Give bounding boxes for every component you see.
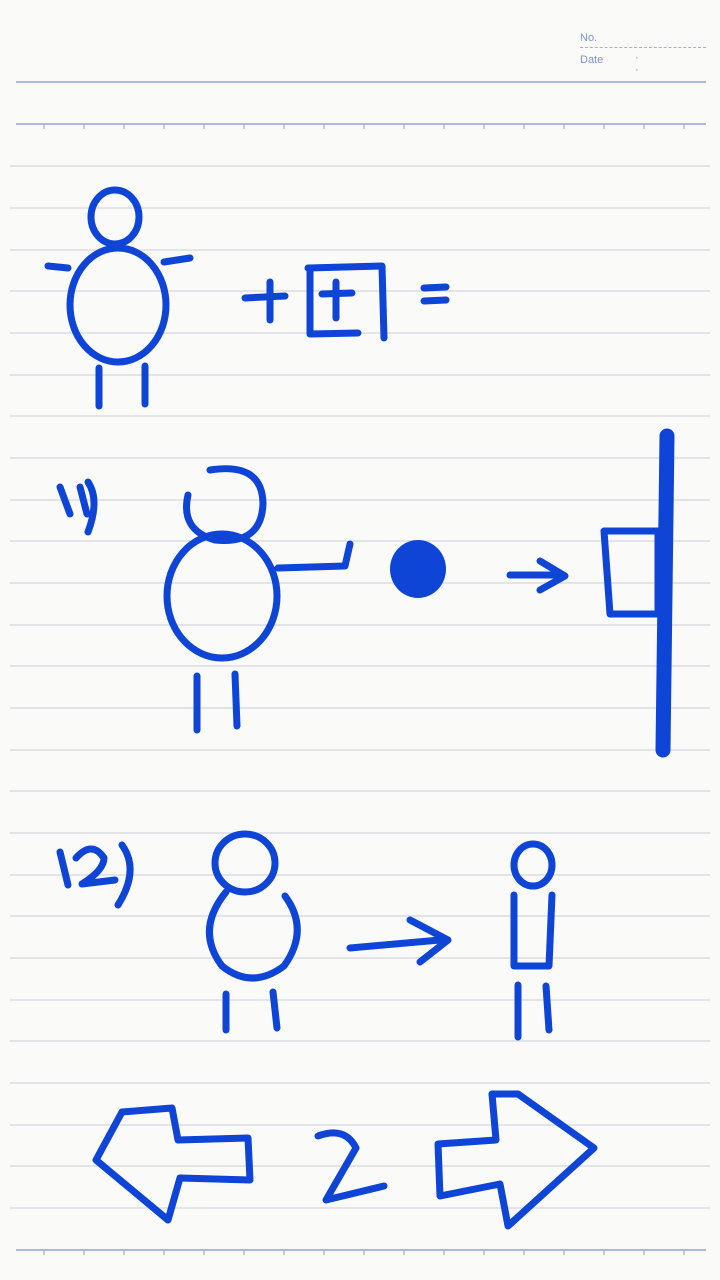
- row3-slim-figure-right-leg: [542, 982, 553, 1034]
- ruled-lines: [10, 165, 710, 1209]
- row2-figure-right-leg: [231, 670, 241, 730]
- row1-figure-right-arm: [160, 254, 194, 266]
- header-date-field[interactable]: Date · ·: [580, 52, 706, 76]
- row2-figure-body: [163, 530, 281, 662]
- row1-figure-left-arm: [44, 262, 72, 272]
- equals-sign-drawing: [420, 283, 450, 305]
- plus-sign-drawing: [241, 278, 289, 324]
- right-arrow-drawing: [434, 1090, 598, 1230]
- row3-large-figure-drawing: [206, 830, 301, 1034]
- row3-step-12-sketch: [56, 830, 556, 1041]
- row3-arrow-drawing: [346, 916, 452, 966]
- row1-figure-head: [87, 186, 143, 248]
- row3-large-figure-head: [211, 830, 279, 896]
- margin-lines: [16, 81, 706, 1251]
- step-12-label-drawing: [56, 841, 134, 909]
- row3-large-figure-body: [206, 888, 301, 982]
- wall: [655, 428, 675, 758]
- row1-figure-drawing: [44, 186, 194, 410]
- row3-slim-figure-drawing: [510, 840, 556, 1041]
- row4-direction-sketch: [92, 1090, 598, 1230]
- row2-figure-arm: [274, 540, 354, 572]
- row2-figure-head: [183, 465, 267, 545]
- row1-equation-sketch: [44, 186, 450, 410]
- box-on-wall: [600, 527, 662, 618]
- middle-glyph-drawing: [314, 1129, 388, 1204]
- ball-drawing: [390, 540, 446, 598]
- row1-figure-body: [66, 244, 170, 366]
- row3-slim-figure-head: [510, 840, 556, 890]
- wall-with-box-drawing: [600, 428, 675, 758]
- row3-large-figure-right-leg: [269, 988, 281, 1032]
- header-date-separators: · ·: [635, 52, 667, 76]
- row2-arrow-drawing: [506, 557, 569, 594]
- left-arrow-drawing: [92, 1104, 254, 1224]
- header-number-label: No.: [580, 32, 598, 44]
- header-number-line: [580, 47, 706, 48]
- box-symbol-drawing: [304, 262, 388, 342]
- header-number-field[interactable]: No.: [580, 32, 706, 48]
- row2-figure-drawing: [163, 465, 354, 734]
- step-11-label-drawing: [56, 478, 98, 536]
- row2-step-11-sketch: [56, 428, 675, 758]
- header-date-label: Date: [580, 54, 604, 66]
- row3-slim-figure-body: [510, 891, 556, 970]
- margin-ticks: [43, 124, 685, 1255]
